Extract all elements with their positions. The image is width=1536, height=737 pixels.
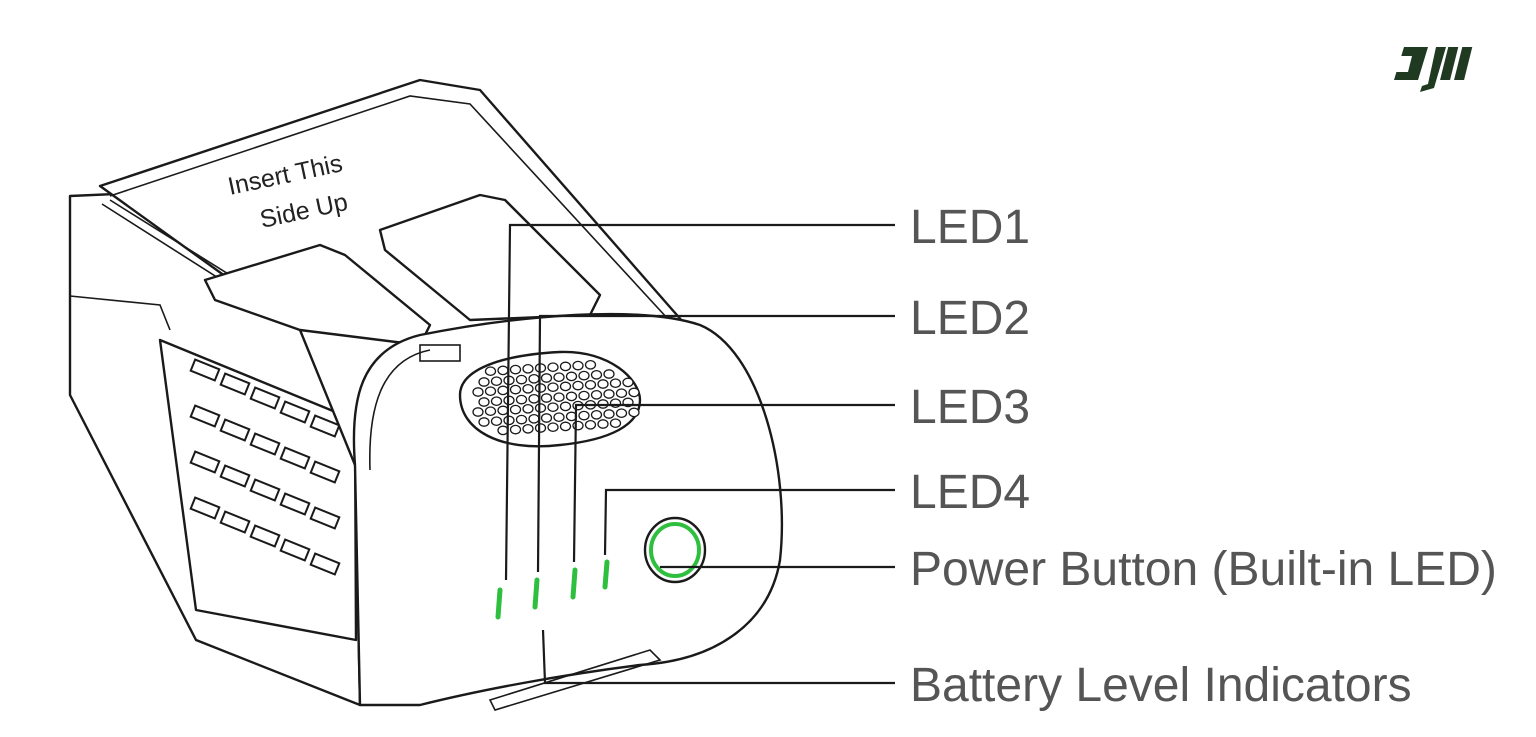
mesh-dot (522, 403, 534, 414)
callout-battery-level: Battery Level Indicators (910, 659, 1412, 712)
mesh-dot (540, 373, 553, 383)
mesh-dot (578, 370, 590, 381)
mesh-dot (584, 419, 597, 430)
mesh-dot (509, 404, 522, 415)
mesh-dot (553, 412, 565, 423)
top-recess-right (378, 193, 602, 322)
mesh-dot (472, 387, 484, 397)
callout-power-button: Power Button (Built-in LED) (910, 543, 1497, 596)
dji-logo-icon: dji (1394, 47, 1473, 92)
mesh-dot (572, 380, 584, 391)
led1-indicator (495, 587, 503, 620)
mesh-dot (578, 410, 590, 421)
mesh-dot (515, 414, 528, 425)
mesh-dot (590, 389, 603, 400)
mesh-dot (509, 364, 522, 375)
mesh-dot (503, 415, 515, 426)
mesh-dot (509, 424, 522, 435)
leader-lines (504, 223, 895, 685)
callout-led4: LED4 (910, 466, 1030, 519)
mesh-dot (615, 408, 628, 419)
mesh-dot (472, 407, 484, 417)
mesh-dot (559, 421, 572, 432)
mesh-dot (484, 386, 497, 397)
mesh-dot (522, 423, 534, 434)
mesh-dot (559, 381, 572, 392)
mesh-dot (497, 385, 509, 396)
mesh-dot (559, 401, 572, 412)
callout-led1: LED1 (910, 201, 1030, 254)
mesh-dot (484, 406, 497, 417)
mesh-dot (590, 369, 603, 380)
mesh-dot (547, 402, 559, 413)
battery-front-face (352, 312, 784, 707)
mesh-dot (490, 376, 503, 387)
mesh-dot (497, 365, 509, 376)
mesh-dot (484, 366, 497, 377)
mesh-dot (547, 422, 559, 433)
mesh-dot (534, 423, 547, 433)
power-button-icon[interactable] (643, 516, 707, 584)
mesh-dot (497, 405, 509, 416)
mesh-dot (515, 394, 528, 405)
mesh-dot (609, 378, 622, 389)
mesh-dot (628, 387, 640, 398)
mesh-dot (534, 403, 547, 413)
led-indicators (495, 559, 610, 620)
mesh-dot (584, 359, 597, 370)
mesh-dot (603, 369, 615, 379)
mesh-dot (478, 397, 490, 407)
vent-slots (189, 358, 341, 576)
led4-indicator (602, 559, 610, 590)
mesh-dot (603, 409, 615, 419)
mesh-dot (559, 361, 572, 372)
led3-indicator (570, 567, 578, 600)
mesh-dot (597, 379, 609, 389)
mesh-dot (553, 392, 565, 403)
callout-led2: LED2 (910, 292, 1030, 345)
mesh-dot (497, 425, 509, 436)
mesh-dot (584, 379, 597, 390)
mesh-dot (540, 413, 553, 423)
mesh-dot (547, 382, 559, 393)
mesh-dot (522, 383, 534, 394)
mesh-dot (547, 362, 559, 373)
callout-led3: LED3 (910, 381, 1030, 434)
mesh-dot (478, 417, 490, 427)
battery-body: Insert This Side Up (68, 78, 784, 711)
mesh-dot (628, 407, 640, 418)
mesh-dot (597, 419, 609, 429)
mesh-dot (615, 388, 628, 399)
mesh-dot (490, 396, 503, 407)
mesh-dot (490, 416, 503, 427)
mesh-dot (509, 384, 522, 395)
callout-labels: LED1 LED2 LED3 LED4 Power Button (Built-… (910, 201, 1497, 712)
mesh-dot (528, 373, 540, 384)
mesh-dot (540, 393, 553, 403)
mesh-dot (603, 389, 615, 399)
led2-indicator (532, 577, 540, 610)
mesh-dot (622, 377, 634, 388)
mesh-dot (553, 372, 565, 383)
mesh-dot (528, 413, 540, 424)
mesh-dot (478, 377, 490, 387)
mesh-dot (609, 398, 622, 409)
mesh-dot (590, 409, 603, 420)
mesh-dot (528, 393, 540, 404)
mesh-dot (572, 360, 584, 371)
logo-text: dji (1438, 71, 1440, 73)
mesh-dot (565, 371, 578, 382)
mesh-dot (565, 391, 578, 402)
mesh-dot (522, 363, 534, 374)
mesh-dot (572, 420, 584, 431)
mesh-dot (609, 418, 622, 429)
mesh-dot (578, 390, 590, 401)
mesh-dot (515, 374, 528, 385)
